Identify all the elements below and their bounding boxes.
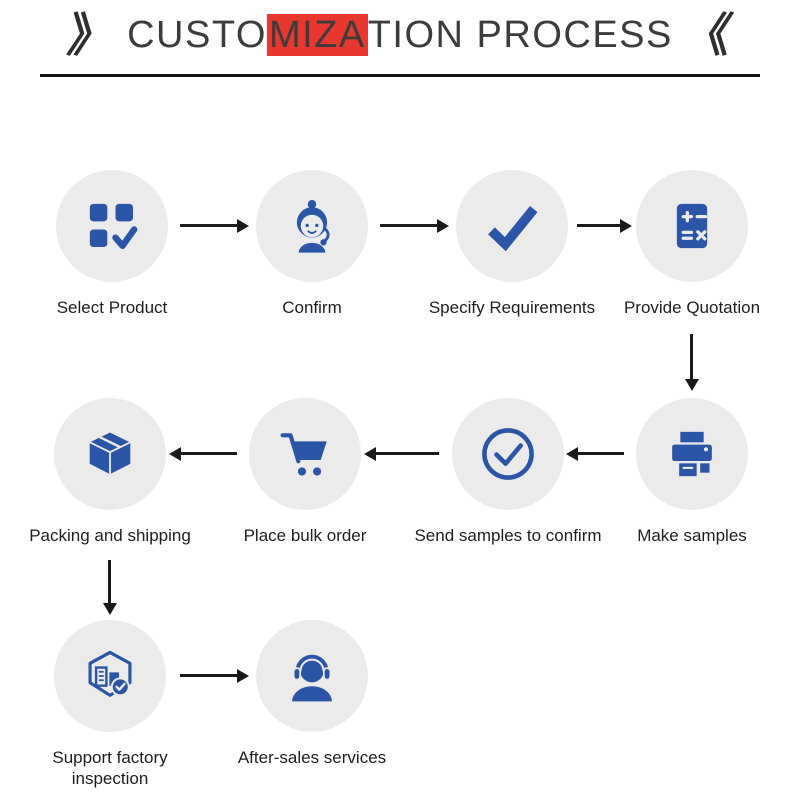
right-chevrons-icon: 《 xyxy=(680,9,736,61)
page-title: 》 CUSTOMIZATION PROCESS 《 xyxy=(0,9,800,61)
left-chevrons-icon: 》 xyxy=(64,9,120,61)
arrow-bulk-to-packing xyxy=(180,452,237,455)
title-prefix: CUSTO xyxy=(127,13,267,56)
step-circle xyxy=(54,398,166,510)
arrow-packing-to-inspection xyxy=(108,560,111,604)
title-suffix: TION PROCESS xyxy=(367,13,673,56)
arrow-quotation-to-samples xyxy=(690,334,693,380)
step-label: Specify Requirements xyxy=(428,298,596,317)
step-circle xyxy=(636,398,748,510)
arrow-inspection-to-aftersales xyxy=(180,674,238,677)
step-label: Provide Quotation xyxy=(623,298,761,317)
step-circle xyxy=(56,170,168,282)
headset-person-icon xyxy=(292,652,332,702)
step-select-product: Select Product xyxy=(12,170,212,318)
step-circle xyxy=(256,170,368,282)
shopping-cart-icon xyxy=(280,433,327,476)
title-text: CUSTOMIZATION PROCESS xyxy=(127,13,673,57)
step-provide-quotation: Provide Quotation xyxy=(592,170,792,318)
customer-service-agent-icon xyxy=(296,200,330,253)
step-circle xyxy=(636,170,748,282)
step-make-samples: Make samples xyxy=(592,398,792,546)
package-box-icon xyxy=(88,430,132,476)
arrow-send-to-bulk xyxy=(375,452,439,455)
printer-icon xyxy=(672,431,712,477)
arrow-confirm-to-specify xyxy=(380,224,438,227)
step-place-bulk-order: Place bulk order xyxy=(205,398,405,546)
step-label: Make samples xyxy=(637,526,747,545)
step-confirm: Confirm xyxy=(212,170,412,318)
step-label: Packing and shipping xyxy=(29,526,191,545)
step-circle xyxy=(456,170,568,282)
step-label: Place bulk order xyxy=(243,526,367,545)
step-circle xyxy=(249,398,361,510)
product-grid-check-icon xyxy=(89,203,138,250)
step-after-sales: After-sales services xyxy=(212,620,412,768)
step-circle xyxy=(54,620,166,732)
calculator-icon xyxy=(676,203,708,249)
step-specify-requirements: Specify Requirements xyxy=(412,170,612,318)
title-underline xyxy=(40,74,760,77)
factory-inspection-icon xyxy=(88,650,132,697)
step-packing-shipping: Packing and shipping xyxy=(10,398,210,546)
step-factory-inspection: Support factory inspection xyxy=(10,620,210,790)
arrow-specify-to-quotation xyxy=(577,224,621,227)
step-label: Send samples to confirm xyxy=(414,526,602,545)
step-label: Support factory inspection xyxy=(52,748,168,789)
step-label: Confirm xyxy=(282,298,342,317)
step-circle xyxy=(452,398,564,510)
circle-check-icon xyxy=(482,428,534,480)
step-label: Select Product xyxy=(56,298,168,317)
checkmark-icon xyxy=(488,206,538,252)
title-highlight: MIZA xyxy=(266,13,368,56)
arrow-select-to-confirm xyxy=(180,224,238,227)
step-send-samples: Send samples to confirm xyxy=(408,398,608,546)
step-circle xyxy=(256,620,368,732)
arrow-samples-to-send xyxy=(577,452,624,455)
step-label: After-sales services xyxy=(237,748,387,767)
